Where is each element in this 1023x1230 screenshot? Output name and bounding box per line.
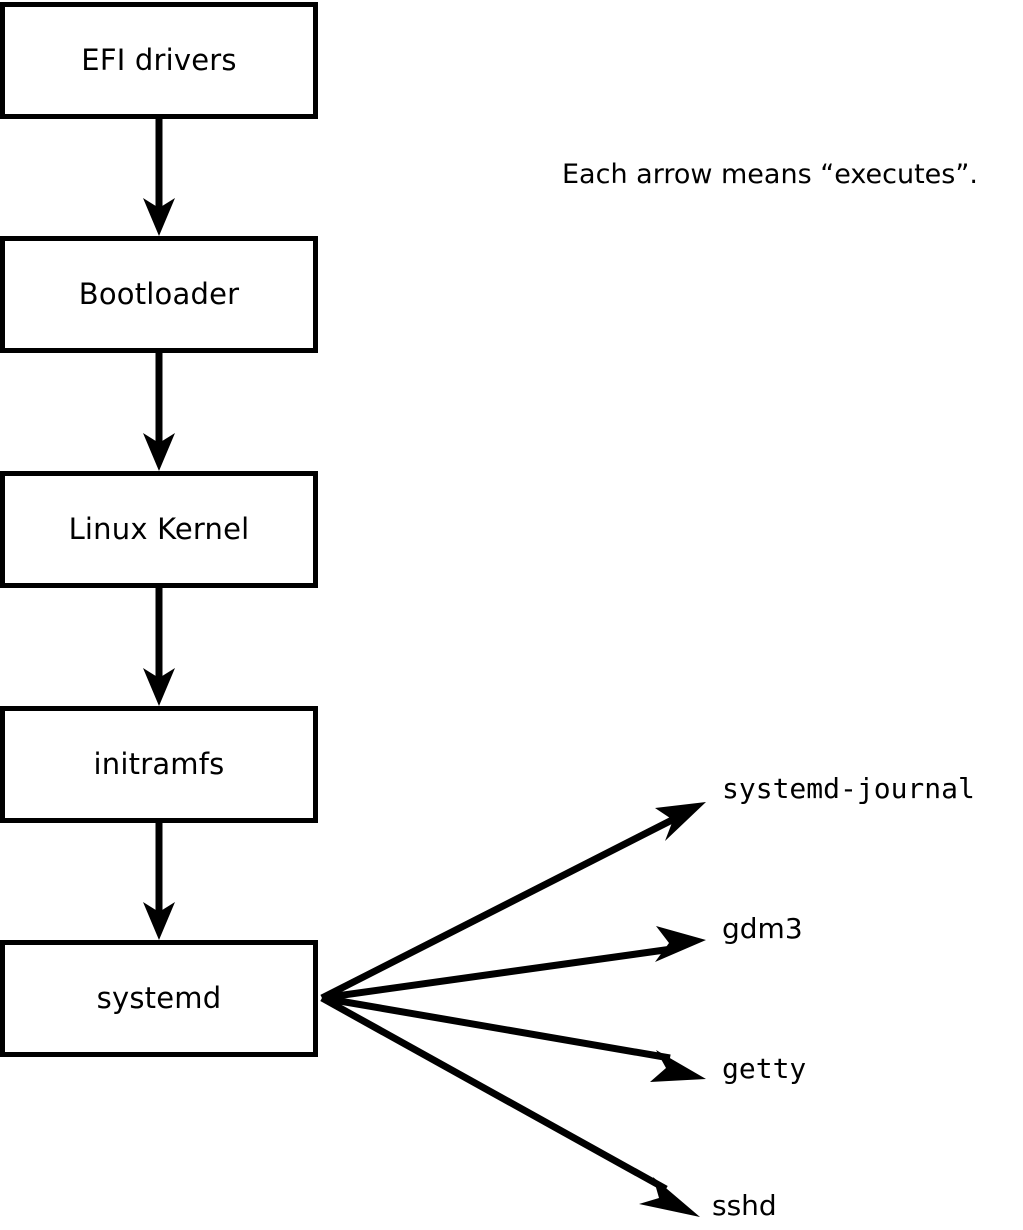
edge-bootloader-to-linux-kernel: [143, 353, 175, 471]
node-label-systemd: systemd: [96, 981, 222, 1015]
edge-initramfs-to-systemd: [143, 823, 175, 940]
node-efi-drivers[interactable]: EFI drivers: [0, 2, 318, 119]
service-label-gdm3[interactable]: gdm3: [722, 912, 803, 945]
service-label-systemd-journal[interactable]: systemd-journal: [722, 772, 975, 805]
node-label-bootloader: Bootloader: [78, 277, 240, 311]
legend-caption: Each arrow means “executes”.: [562, 159, 978, 190]
node-bootloader[interactable]: Bootloader: [0, 236, 318, 353]
edge-systemd-to-gdm3: [321, 926, 706, 1002]
node-label-initramfs: initramfs: [93, 747, 225, 781]
service-label-sshd[interactable]: sshd: [712, 1189, 777, 1222]
edge-systemd-to-sshd: [320, 994, 700, 1217]
node-initramfs[interactable]: initramfs: [0, 706, 318, 823]
node-label-efi-drivers: EFI drivers: [81, 43, 237, 77]
node-systemd[interactable]: systemd: [0, 940, 318, 1057]
edge-efi-drivers-to-bootloader: [143, 118, 175, 236]
node-linux-kernel[interactable]: Linux Kernel: [0, 471, 318, 588]
edge-linux-kernel-to-initramfs: [143, 588, 175, 706]
edge-systemd-to-getty: [321, 994, 706, 1082]
service-label-getty[interactable]: getty: [722, 1052, 807, 1085]
node-label-linux-kernel: Linux Kernel: [68, 512, 250, 546]
edge-systemd-to-systemd-journal: [320, 802, 706, 1002]
